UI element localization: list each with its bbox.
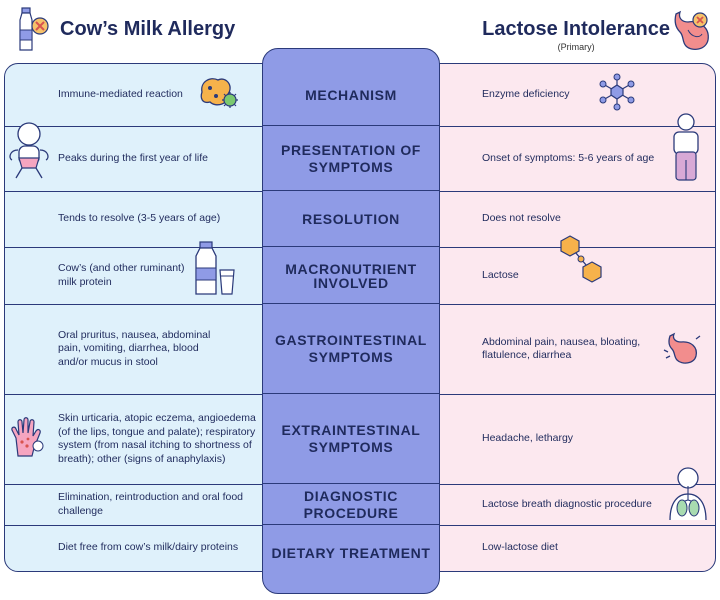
- allergy-dietary: Diet free from cow’s milk/dairy proteins: [58, 541, 239, 554]
- row-divider: [401, 525, 715, 526]
- row-divider: [5, 525, 303, 526]
- intolerance-mechanism: Enzyme deficiency: [482, 88, 570, 101]
- child-icon: [668, 112, 704, 184]
- intolerance-resolution: Does not resolve: [482, 212, 561, 225]
- allergy-macronutrient: Cow’s (and other ruminant) milk protein: [58, 262, 185, 288]
- category-extraintestinal: EXTRAINTESTINAL SYMPTOMS: [281, 422, 421, 455]
- intolerance-extraintestinal: Headache, lethargy: [482, 432, 574, 445]
- intolerance-presentation: Onset of symptoms: 5-6 years of age: [482, 151, 655, 164]
- row-divider: [263, 125, 439, 126]
- left-title: Cow’s Milk Allergy: [60, 18, 236, 40]
- right-title: Lactose Intolerance: [482, 18, 670, 40]
- category-dietary: DIETARY TREATMENT: [271, 544, 431, 561]
- allergy-presentation: Peaks during the first year of life: [58, 151, 208, 164]
- row-divider: [5, 304, 303, 305]
- category-diagnostic: DIAGNOSTIC PROCEDURE: [303, 487, 399, 521]
- right-subtitle: (Primary): [557, 42, 595, 52]
- allergy-extraintestinal: Skin urticaria, atopic eczema, angioedem…: [58, 412, 256, 465]
- row-divider: [5, 247, 303, 248]
- row-divider: [5, 191, 303, 192]
- lactose-intolerance-panel: [400, 63, 716, 572]
- row-divider: [5, 394, 303, 395]
- category-mechanism: MECHANISM: [305, 86, 397, 103]
- allergy-mechanism: Immune-mediated reaction: [58, 88, 183, 101]
- category-presentation: PRESENTATION OF SYMPTOMS: [281, 141, 421, 175]
- row-divider: [5, 126, 303, 127]
- category-resolution: RESOLUTION: [302, 210, 400, 227]
- category-gastrointestinal: GASTROINTESTINAL SYMPTOMS: [275, 332, 427, 365]
- cow-milk-allergy-panel: [4, 63, 304, 572]
- hand-rash-icon: [8, 416, 44, 458]
- category-macronutrient: MACRONUTRIENT INVOLVED: [285, 260, 417, 291]
- row-divider: [263, 524, 439, 525]
- allergy-diagnostic: Elimination, reintroduction and oral foo…: [58, 491, 244, 517]
- row-divider: [401, 484, 715, 485]
- stomach-crossed-icon: [670, 8, 716, 56]
- intolerance-diagnostic: Lactose breath diagnostic procedure: [482, 497, 652, 510]
- row-divider: [263, 190, 439, 191]
- intolerance-dietary: Low-lactose diet: [482, 541, 558, 554]
- row-divider: [401, 304, 715, 305]
- allergy-gastrointestinal: Oral pruritus, nausea, abdominal pain, v…: [58, 328, 211, 368]
- row-divider: [263, 393, 439, 394]
- stomach-pain-icon: [662, 330, 704, 366]
- enzyme-molecule-icon: [597, 72, 637, 112]
- virus-cell-icon: [196, 72, 242, 112]
- milk-bottle-crossed-icon: [14, 6, 54, 54]
- row-divider: [401, 126, 715, 127]
- row-divider: [401, 191, 715, 192]
- row-divider: [5, 484, 303, 485]
- row-divider: [263, 303, 439, 304]
- row-divider: [401, 394, 715, 395]
- intolerance-macronutrient: Lactose: [482, 268, 519, 281]
- right-title-block: Lactose Intolerance (Primary): [482, 18, 670, 52]
- lactose-molecule-icon: [556, 232, 606, 286]
- allergy-resolution: Tends to resolve (3-5 years of age): [58, 212, 221, 225]
- category-column: [262, 48, 440, 594]
- breath-test-icon: [662, 466, 714, 522]
- milk-bottle-glass-icon: [192, 240, 238, 298]
- row-divider: [263, 483, 439, 484]
- row-divider: [401, 247, 715, 248]
- intolerance-gastrointestinal: Abdominal pain, nausea, bloating, flatul…: [482, 335, 641, 362]
- row-divider: [263, 246, 439, 247]
- baby-icon: [6, 120, 52, 182]
